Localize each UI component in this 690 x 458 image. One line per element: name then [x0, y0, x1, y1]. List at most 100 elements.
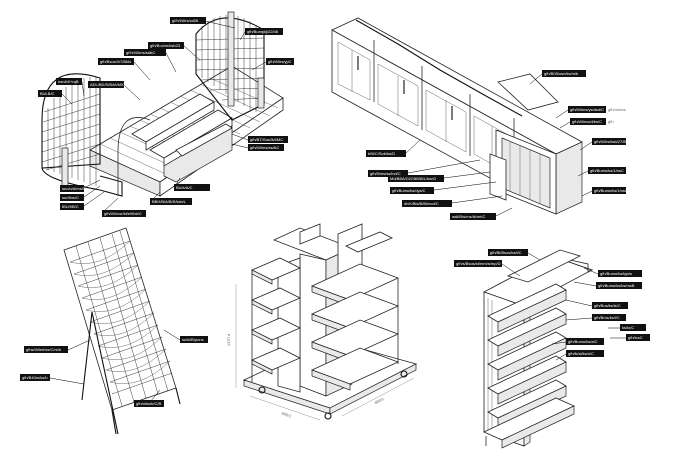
callout-label: gfh/l40ms/ss/lkC — [250, 145, 279, 150]
callout-label: gf/h/l40ms/sslkC — [126, 50, 155, 55]
callout-label: gfh/Bumo/ks/tgn/s — [600, 271, 632, 276]
callout-tag: bBl/C/Sob/ks/D — [366, 139, 421, 157]
dimension-height: 1370 d — [226, 334, 231, 346]
callout-label: gfh/Bsos/4/7/Bkki — [100, 59, 131, 64]
callout-label: tBU/t/B/C — [62, 204, 79, 209]
callout-tag: gfh/l40rs/ypC — [251, 58, 294, 71]
callout-label: ks/lo/C — [622, 325, 634, 330]
callout-label: gfh/Bumo/ks/ks/msB — [598, 283, 635, 288]
callout-label: gfh/s/Bsos/st/mm/s/mp/D — [456, 261, 501, 266]
callout-label: ADL/BD/S/B4/t/M/C — [90, 82, 125, 87]
callout-label: gfh/Bumpkj/22/48 — [247, 29, 279, 34]
callout-tag: gfh/B/os/ks/l/C — [565, 314, 626, 321]
callout-label: gfhs/l40ml/ss/C/rs/b — [26, 347, 62, 352]
callout-tag: gfh/Bos/ks/ls/C — [565, 299, 628, 309]
callout-label: gfh/l40rs/ypC — [268, 59, 292, 64]
callout-tag: gfh/Bumo/ks/ks/msB — [573, 281, 642, 289]
callout-label: gfh/Bl/Bsos/ks/t/C — [490, 250, 522, 255]
dimension-depth: 800/1 — [374, 396, 386, 405]
callout-label: gfh/Bos/ks/ls/C — [594, 303, 621, 308]
callout-tag: tBU/t/B/C — [60, 191, 105, 210]
callout-tag: gfh/a/ks/b/C/B — [134, 389, 164, 407]
callout-tag: gfh/Bumo/ks/tgn/s — [583, 267, 642, 277]
wall-shelf-drawing — [483, 249, 594, 449]
callout-label: ss/k/lB/pons — [182, 337, 204, 342]
callout-tag: gfh/Bumpkj/22/48 — [239, 28, 283, 41]
callout-label: gfh/BT/Sos/lk/l/MC — [250, 137, 283, 142]
note-text: gfh/ns/res — [608, 107, 626, 112]
callout-label: gfh/B05/osn/ks/m/b — [544, 71, 579, 76]
checkout-counter-drawing — [331, 17, 583, 215]
callout-label: gfh/Bumo/ks/dys/C — [392, 188, 426, 193]
produce-rack-drawing — [41, 11, 284, 197]
callout-label: gfh/Bumo/ks/1/nsC — [590, 168, 624, 173]
callout-label: nsn/b0+rqB — [58, 79, 79, 84]
callout-tag: BU/s/A/C — [173, 177, 210, 191]
callout-label: gfh/Boo/m/ksb23 — [150, 43, 181, 48]
produce-rack-callouts: gf/h/l40rs/cd26 gfh/Bumpkj/22/48 gfh/l40… — [38, 17, 294, 217]
callout-tag: gfh/l40ms/ys/dsd/C — [555, 106, 606, 119]
callout-tag: gfh/losC — [610, 334, 650, 341]
callout-tag: sur/ltns/C — [60, 185, 101, 201]
magazine-rack-callouts: gfhs/l40ml/ss/C/rs/b gfh/B40rs/ks/b ss/k… — [20, 329, 208, 407]
callout-label: dlvK/Bis/B/B/mcd/C — [404, 201, 439, 206]
callout-label: gfh/Bumo/ks/a/C — [568, 339, 598, 344]
callout-label: gfh/l5ms/ss/lnd/C — [370, 171, 401, 176]
callout-label: aall/B/s/rns/lk/mt/C — [452, 214, 485, 219]
callout-tag: gfh/Bl/Bsos/ks/t/C — [488, 249, 541, 261]
callout-label: gfh/B40rs/ks/b — [22, 375, 48, 380]
callout-tag: gfh/l40/csr/kt/e/f/bb/C — [101, 197, 146, 217]
callout-label: gfh/l40rs/ksb/27/B — [594, 139, 626, 144]
callout-label: gfh/Bumo/ks/1/nsC — [594, 188, 628, 193]
callout-tag: Md/BBA/Cl/CBB/B/L/ksnD — [388, 171, 491, 182]
callout-label: gfh/losC — [628, 335, 643, 340]
callout-label: BULB/C — [40, 91, 55, 96]
callout-tag: gfh/l40ms/d/bs/C — [559, 118, 606, 129]
callout-tag: gfh/B05/osn/ks/m/b — [529, 70, 586, 85]
checkout-counter-callouts: gfh/B05/osn/ks/m/b gfh/l40ms/ys/dsd/C gf… — [366, 70, 628, 220]
note-text: gfh — [608, 119, 614, 124]
callout-tag: gfh/Bumo/ks/dys/C — [390, 181, 497, 194]
callout-tag: aall/B/s/rns/lk/mt/C — [450, 207, 513, 220]
callout-tag: gfh/BT/Sos/lk/l/MC — [231, 133, 288, 143]
callout-label: sun/u/d/ms/C — [62, 186, 86, 191]
callout-label: BBH/B/A/B/S/ksb/L — [152, 199, 187, 204]
callout-tag: gfh/s/Bsos/st/mm/s/mp/D — [454, 260, 521, 277]
callout-label: Md/BBA/Cl/CBB/B/L/ksnD — [390, 176, 436, 181]
wall-shelf-callouts: gfh/Bl/Bsos/ks/t/C gfh/s/Bsos/st/mm/s/mp… — [454, 249, 650, 361]
callout-tag: BULB/C — [38, 90, 73, 105]
callout-tag: sun/u/d/ms/C — [60, 179, 101, 192]
callout-label: gfh/l40/csr/kt/e/f/bb/C — [104, 211, 142, 216]
gondola-island-drawing: 1370 d 600/1 800/1 — [226, 223, 418, 421]
callout-tag: gfh/Bumo/ks/1/nsC — [577, 167, 626, 177]
callout-tag: gfh/Boo/m/ksb23 — [148, 42, 201, 61]
callout-tag: ADL/BD/S/B4/t/M/C — [88, 81, 141, 101]
callout-label: gfh/a/ks/b/C/B — [136, 401, 161, 406]
callout-tag: dlvK/Bis/B/B/mcd/C — [402, 195, 503, 207]
callout-label: gfh/B/os/ks/l/C — [594, 315, 620, 320]
callout-label: gfh/l40ms/d/bs/C — [572, 119, 602, 124]
callout-tag: BBH/B/A/B/S/ksb/L — [149, 191, 192, 205]
callout-label: BU/s/A/C — [176, 185, 193, 190]
callout-tag: gfh/Bumo/ks/1/nsC — [581, 187, 628, 197]
callout-label: gfh/lk/sl/ks/o/C — [568, 351, 594, 356]
callout-label: gf/h/l40rs/cd26 — [172, 18, 199, 23]
callout-tag: gfhs/l40ml/ss/C/rs/b — [24, 339, 91, 353]
callout-tag: gfh/Bsos/4/7/Bkki — [98, 58, 151, 81]
callout-tag: gf/h/l40ms/sslkC — [124, 49, 177, 73]
callout-label: gfh/l40ms/ys/dsd/C — [570, 107, 604, 112]
callout-tag: ks/lo/C — [608, 324, 646, 331]
callout-tag: ss/k/lB/pons — [163, 329, 208, 343]
dimension-width: 600/1 — [281, 411, 293, 419]
callout-tag: gfh/l5ms/ss/lnd/C — [368, 159, 481, 177]
callout-tag: gfh/lk/sl/ks/o/C — [555, 350, 604, 361]
magazine-rack-drawing — [63, 227, 181, 435]
callout-tag: gfh/Bumo/ks/a/C — [551, 338, 604, 345]
callout-tag: nsn/b0+rqB — [56, 78, 85, 97]
callout-tag: gfh/B40rs/ks/b — [20, 374, 85, 385]
callout-label: bBl/C/Sob/ks/D — [368, 151, 395, 156]
callout-label: sur/ltns/C — [62, 195, 79, 200]
callout-tag: gf/h/l40rs/cd26 — [170, 17, 236, 29]
callout-tag: gfh/l40rs/ksb/27/B — [579, 138, 626, 151]
